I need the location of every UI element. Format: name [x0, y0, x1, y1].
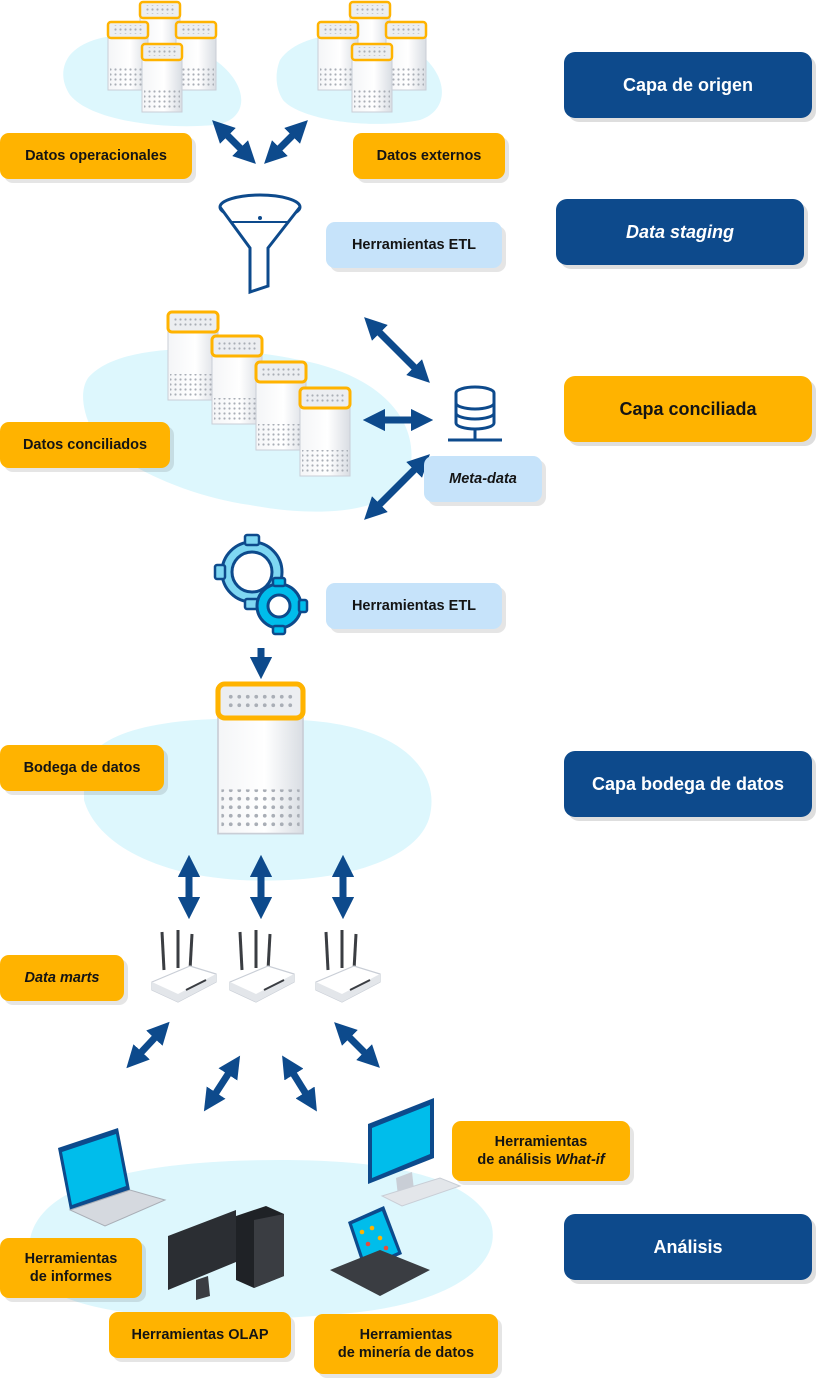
tablet-icon [330, 1206, 430, 1296]
gears-icon [213, 533, 309, 636]
capa-bodega-de-datos-layer: Capa bodega de datos [564, 751, 812, 817]
data-staging-text: Data staging [625, 221, 735, 242]
herramientas-etl-text-2: Herramientas ETL [351, 597, 477, 614]
what-if-label: Herramientas de análisis What-if [452, 1121, 630, 1181]
meta-data-label: Meta-data [424, 456, 542, 502]
arrows [126, 120, 434, 1112]
capa-conciliada-layer: Capa conciliada [564, 376, 812, 442]
mineria-line1: Herramientas [359, 1326, 453, 1343]
mineria-label: Herramientas de minería de datos [314, 1314, 498, 1374]
capa-conciliada-text: Capa conciliada [619, 398, 757, 419]
datos-conciliados-label: Datos conciliados [0, 422, 170, 468]
analisis-text: Análisis [653, 1236, 723, 1257]
capa-de-origen-text: Capa de origen [622, 74, 754, 95]
herramientas-etl-label-1: Herramientas ETL [326, 222, 502, 268]
datos-operacionales-text: Datos operacionales [25, 147, 167, 164]
informes-line1: Herramientas [24, 1250, 118, 1267]
server-icon [218, 684, 303, 834]
desktop-pc-icon [168, 1206, 284, 1300]
datos-externos-text: Datos externos [376, 147, 482, 164]
analisis-layer: Análisis [564, 1214, 812, 1280]
mineria-line2: de minería de datos [337, 1345, 475, 1361]
olap-text: Herramientas OLAP [131, 1326, 269, 1343]
datos-operacionales-label: Datos operacionales [0, 133, 192, 179]
herramientas-etl-text-1: Herramientas ETL [351, 236, 477, 253]
datos-conciliados-text: Datos conciliados [22, 436, 148, 453]
olap-label: Herramientas OLAP [109, 1312, 291, 1358]
data-marts-text: Data marts [24, 969, 100, 986]
what-if-line2-prefix: de análisis [477, 1152, 556, 1168]
data-staging-layer: Data staging [556, 199, 804, 265]
what-if-line2-em: What-if [555, 1152, 605, 1168]
meta-data-text: Meta-data [449, 470, 517, 487]
informes-label: Herramientas de informes [0, 1238, 142, 1298]
capa-bodega-de-datos-text: Capa bodega de datos [591, 773, 785, 794]
router-icon [150, 928, 218, 1004]
database-icon [448, 385, 502, 442]
informes-line2: de informes [29, 1269, 113, 1285]
data-marts-label: Data marts [0, 955, 124, 1001]
bodega-de-datos-label: Bodega de datos [0, 745, 164, 791]
funnel-icon [218, 193, 302, 295]
herramientas-etl-label-2: Herramientas ETL [326, 583, 502, 629]
laptop-icon [58, 1128, 167, 1227]
datos-externos-label: Datos externos [353, 133, 505, 179]
router-icon [314, 928, 382, 1004]
bodega-de-datos-text: Bodega de datos [23, 759, 141, 776]
monitor-icon [368, 1098, 462, 1207]
capa-de-origen-layer: Capa de origen [564, 52, 812, 118]
router-icon [228, 928, 296, 1004]
what-if-line1: Herramientas [494, 1133, 588, 1150]
